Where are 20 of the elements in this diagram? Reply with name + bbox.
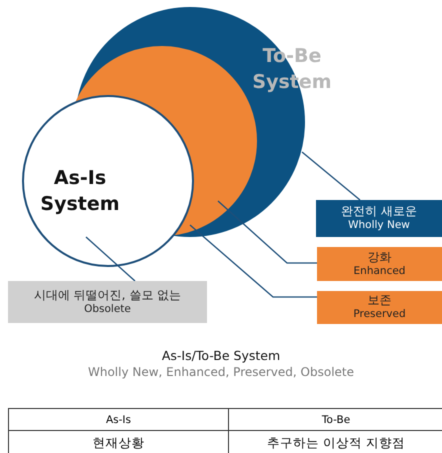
korean-label: 시대에 뒤떨어진, 쓸모 없는 bbox=[34, 288, 182, 303]
label-box bbox=[8, 281, 207, 323]
english-label: Obsolete bbox=[84, 302, 131, 316]
korean-label: 강화 bbox=[368, 250, 392, 265]
leader-line bbox=[190, 224, 317, 298]
table-header-cell: As-Is bbox=[8, 408, 229, 431]
label-box bbox=[317, 291, 442, 324]
leader-line bbox=[302, 152, 360, 200]
leader-line bbox=[86, 236, 136, 282]
english-label: Preserved bbox=[353, 308, 406, 322]
caption: Wholly New, Enhanced, Preserved, Obsolete bbox=[86, 365, 355, 379]
circle-label: As-Is System bbox=[39, 166, 121, 217]
korean-label: 보존 bbox=[368, 293, 392, 308]
label-box bbox=[316, 200, 442, 237]
korean-label: 완전히 새로운 bbox=[341, 204, 417, 220]
title: As-Is/To-Be System bbox=[160, 348, 282, 363]
leader-line bbox=[218, 200, 317, 264]
english-label: Wholly New bbox=[348, 219, 410, 233]
label-box bbox=[317, 247, 442, 281]
english-label: Enhanced bbox=[354, 264, 406, 278]
